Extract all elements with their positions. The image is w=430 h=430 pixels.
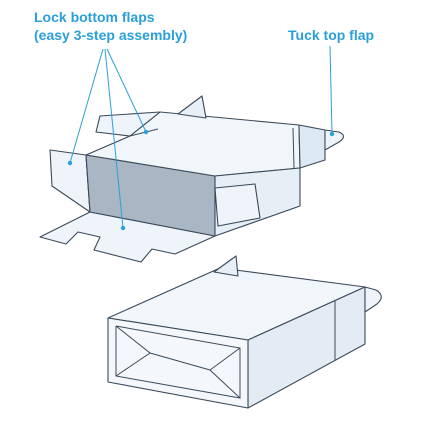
leader-line — [69, 48, 104, 164]
leader-dot — [120, 225, 126, 231]
right-dust-flap — [214, 183, 261, 227]
leader-dot — [143, 129, 149, 135]
front-fold-line — [149, 352, 211, 371]
leader-dot — [329, 131, 335, 137]
lock-callout-line-2: (easy 3-step assembly) — [34, 27, 188, 43]
left-dust-flap — [49, 149, 91, 213]
callout-leaders — [67, 45, 335, 231]
lock-callout-line-1: Lock bottom flaps — [34, 9, 155, 25]
lock-bottom-flaps-callout: Lock bottom flaps (easy 3-step assembly) — [34, 8, 187, 44]
tuck-top-flap — [324, 129, 345, 151]
closed-tuck-flap — [364, 286, 382, 313]
center-tab — [177, 95, 207, 119]
leader-line — [329, 45, 333, 135]
closed-box-illustration — [107, 255, 382, 409]
front-fold-line — [115, 325, 241, 399]
bottom-lock-flap — [39, 211, 216, 263]
tuck-top-flap-callout: Tuck top flap — [288, 27, 375, 43]
leader-line — [106, 48, 147, 133]
leader-line — [104, 48, 124, 229]
closed-front-face — [107, 317, 249, 409]
fold-line — [292, 127, 295, 169]
leader-dot — [67, 160, 73, 166]
open-box-illustration — [39, 95, 345, 263]
closed-top-tab — [213, 255, 239, 277]
end-panel — [298, 124, 326, 169]
